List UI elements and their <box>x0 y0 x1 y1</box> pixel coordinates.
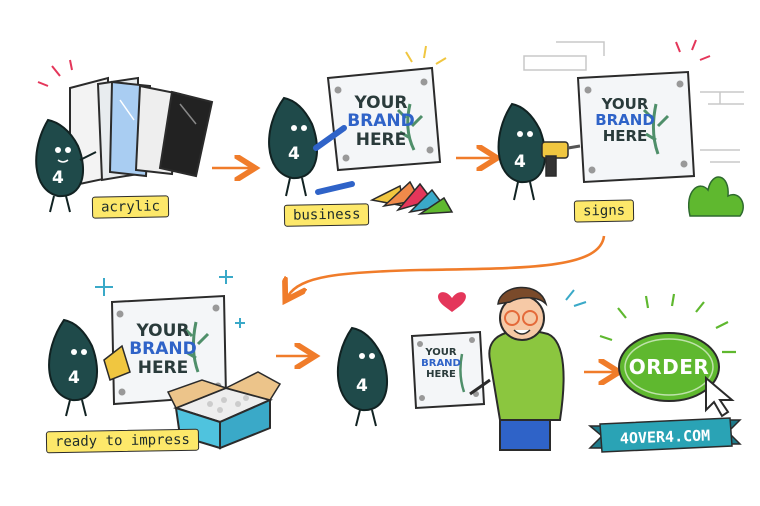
sign-line-3: HERE <box>355 129 407 150</box>
mascot-4 <box>48 318 99 417</box>
mascot-1 <box>35 118 97 213</box>
sign-line-1: YOUR <box>601 95 649 113</box>
mascot-2 <box>268 96 319 197</box>
pen-icon-2 <box>315 181 355 195</box>
drill-icon <box>541 141 581 177</box>
sign-text-2: YOUR BRAND HERE <box>344 94 418 149</box>
color-swatch-icon <box>369 180 454 215</box>
sign-line-2: BRAND <box>595 111 655 130</box>
order-rays <box>599 293 736 354</box>
sign-line-2: BRAND <box>347 111 415 132</box>
cursor-icon <box>705 375 735 418</box>
banner-icon <box>587 417 742 453</box>
sign-line-3: HERE <box>426 368 456 380</box>
sign-panel-5 <box>410 330 486 410</box>
sign-text-4: YOUR BRAND HERE <box>128 322 198 377</box>
sign-line-2: BRAND <box>129 339 197 360</box>
sign-panel-3 <box>576 70 696 184</box>
cloth-icon <box>103 344 131 382</box>
curved-arrow-icon <box>288 235 606 296</box>
sign-panel-4 <box>110 294 228 406</box>
site-url-label[interactable]: 4OVER4.COM <box>619 426 711 448</box>
order-button-icon[interactable] <box>618 332 720 402</box>
step-label-business: business <box>283 203 370 227</box>
mascot-number-4: 4 <box>68 368 80 388</box>
mascot-5 <box>336 326 389 427</box>
mascot-number-3: 4 <box>514 152 526 172</box>
mascot-number-2: 4 <box>288 144 300 164</box>
pen-icon <box>313 125 347 151</box>
sign-line-1: YOUR <box>354 93 408 113</box>
sign-text-5: YOUR BRAND HERE <box>420 347 462 380</box>
sign-text-3: YOUR BRAND HERE <box>590 96 660 145</box>
glasses-person-icon <box>469 286 565 451</box>
bush-icon <box>687 176 744 217</box>
sign-line-2: BRAND <box>421 357 461 369</box>
sign-line-3: HERE <box>137 357 189 378</box>
heart-icon <box>438 292 466 312</box>
step-label-ready: ready to impress <box>45 428 200 454</box>
step-label-signs: signs <box>573 199 635 223</box>
mascot-3 <box>497 102 547 201</box>
step-label-acrylic: acrylic <box>91 195 170 219</box>
sparkle-icon <box>95 270 245 328</box>
sign-panel-2 <box>326 66 442 172</box>
brick-wall-icon <box>523 41 744 163</box>
sign-line-1: YOUR <box>136 321 190 341</box>
sign-line-3: HERE <box>602 127 648 146</box>
box-icon <box>166 371 282 450</box>
mascot-number-5: 4 <box>356 376 368 396</box>
order-button-label[interactable]: ORDER <box>628 355 710 379</box>
mascot-number-1: 4 <box>52 168 64 188</box>
sign-line-1: YOUR <box>425 347 457 358</box>
